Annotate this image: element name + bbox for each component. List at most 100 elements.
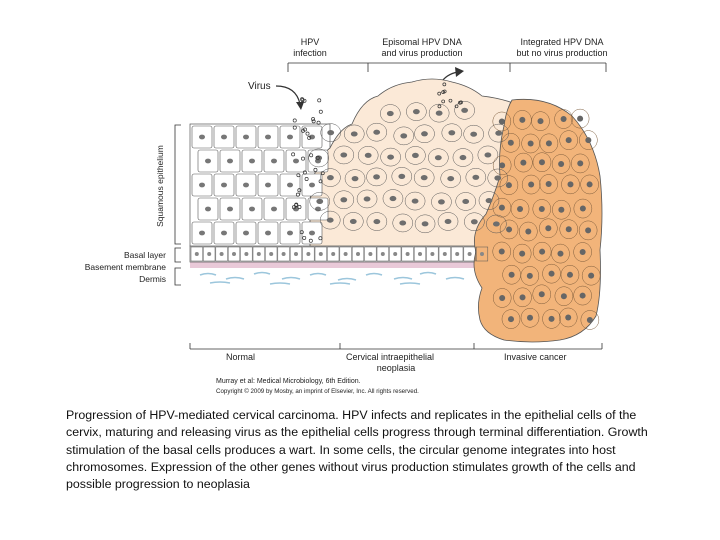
label-episomal-2: and virus production [381,48,462,58]
cell-nucleus [460,155,467,160]
cell-nucleus [549,271,555,277]
virus-particle [303,99,306,102]
label-basal-layer: Basal layer [124,250,166,260]
virus-arrow [276,86,300,104]
label-integrated-2: but no virus production [516,48,607,58]
cell-nucleus [539,249,545,255]
cell-nucleus [577,116,583,122]
cell-nucleus [421,175,428,180]
cell-nucleus [393,252,397,256]
cell-nucleus [249,159,255,164]
cell-nucleus [495,131,502,136]
cell-nucleus [315,207,321,212]
cell-nucleus [499,118,505,124]
cell-nucleus [287,135,293,140]
cell-nucleus [539,291,545,297]
cell-nucleus [422,221,429,226]
cell-nucleus [356,252,360,256]
cell-nucleus [207,252,211,256]
cell-nucleus [331,252,335,256]
label-dermis: Dermis [139,274,166,284]
hpv-progression-diagram: HPV infection Episomal HPV DNA and virus… [0,0,720,400]
cell-nucleus [585,227,591,233]
cell-nucleus [561,116,567,122]
cell-nucleus [381,252,385,256]
cell-nucleus [387,154,394,159]
cell-nucleus [528,182,534,188]
cell-nucleus [221,135,227,140]
cell-nucleus [499,162,505,168]
cell-nucleus [340,197,347,202]
cell-nucleus [565,314,571,320]
figure-caption: Progression of HPV-mediated cervical car… [66,407,666,493]
cell-nucleus [445,219,452,224]
cell-nucleus [471,219,478,224]
cell-nucleus [566,226,572,232]
credit-line-2: Copyright © 2009 by Mosby, an imprint of… [216,388,419,395]
cell-nucleus [221,231,227,236]
virus-particle [319,110,322,113]
cell-nucleus [412,153,419,158]
cell-nucleus [265,135,271,140]
cell-nucleus [546,181,552,187]
cell-nucleus [519,251,525,257]
cell-nucleus [227,207,233,212]
cell-nucleus [499,249,505,255]
label-hpv-infection-2: infection [293,48,327,58]
top-labels: HPV infection Episomal HPV DNA and virus… [293,37,607,58]
cell-nucleus [499,295,505,301]
cell-nucleus [517,206,523,212]
cell-nucleus [470,132,477,137]
cell-nucleus [493,221,500,226]
cell-nucleus [390,196,397,201]
cell-nucleus [527,315,533,321]
cell-nucleus [294,252,298,256]
cell-nucleus [438,199,445,204]
label-basement-membrane: Basement membrane [85,262,167,272]
top-bracket [288,63,606,72]
label-episomal-1: Episomal HPV DNA [382,37,462,47]
label-integrated-1: Integrated HPV DNA [520,37,603,47]
cell-nucleus [486,198,493,203]
cell-nucleus [220,252,224,256]
cell-nucleus [412,198,419,203]
cell-nucleus [557,251,563,257]
cell-nucleus [527,273,533,279]
cell-nucleus [221,183,227,188]
cell-nucleus [344,252,348,256]
cell-nucleus [509,272,515,278]
cell-nucleus [461,108,468,113]
cell-nucleus [205,207,211,212]
cell-nucleus [243,231,249,236]
cell-nucleus [508,140,514,146]
cell-nucleus [421,131,428,136]
virus-particle [318,99,321,102]
cell-nucleus [508,316,514,322]
label-normal: Normal [226,352,255,362]
cell-nucleus [585,137,591,143]
cell-nucleus [499,205,505,211]
cell-nucleus [400,133,407,138]
cell-nucleus [558,207,564,213]
cell-nucleus [580,206,586,212]
cell-nucleus [365,153,372,158]
cell-nucleus [327,175,334,180]
cell-nucleus [399,220,406,225]
cell-nucleus [287,231,293,236]
cell-nucleus [587,317,593,323]
cell-nucleus [269,252,273,256]
cell-nucleus [406,252,410,256]
cell-nucleus [580,249,586,255]
cell-nucleus [567,181,573,187]
cell-nucleus [561,293,567,299]
label-cin-2: neoplasia [377,363,416,373]
cell-nucleus [373,174,380,179]
cell-nucleus [316,199,323,204]
cell-nucleus [472,175,479,180]
virus-particle [312,120,315,123]
cell-nucleus [480,252,484,256]
cell-nucleus [243,183,249,188]
label-virus: Virus [248,81,271,92]
cell-nucleus [484,152,491,157]
cell-nucleus [577,160,583,166]
